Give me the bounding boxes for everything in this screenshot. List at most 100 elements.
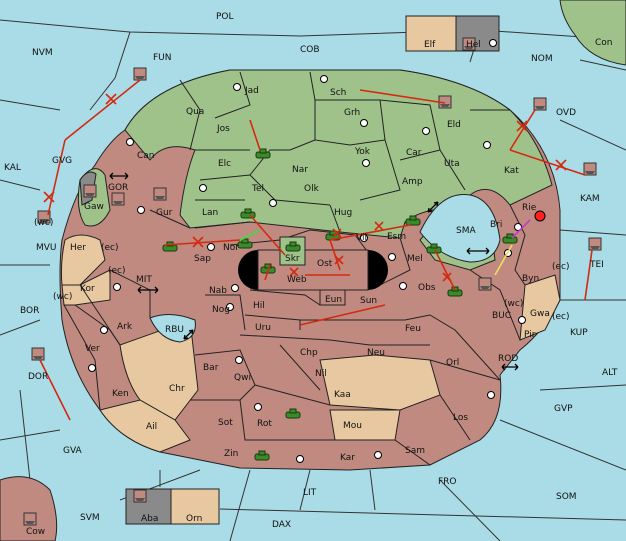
label-can: Can (137, 151, 155, 161)
supply-center-icon (199, 184, 207, 192)
channel-markers (109, 172, 519, 371)
fleet-icon[interactable] (533, 97, 547, 111)
coast-tag-her: (ec) (101, 243, 119, 253)
label-ovd: OVD (556, 108, 576, 118)
territory-her[interactable] (60, 234, 106, 286)
label-sch: Sch (330, 88, 346, 98)
move-arrow-icon (39, 359, 71, 421)
legend-bottom-tan-label: Orn (186, 514, 202, 524)
label-eld: Eld (447, 120, 461, 130)
supply-center-icon (374, 451, 382, 459)
label-nab: Nab (209, 286, 227, 296)
fleet-icon[interactable] (31, 347, 45, 361)
fleet-icon[interactable] (83, 184, 97, 198)
supply-center-icon (269, 199, 277, 207)
supply-center-icon (254, 403, 262, 411)
move-arrow-icon (584, 249, 593, 301)
label-dax: DAX (272, 520, 291, 530)
coast-tag-gwa-wc: (wc) (504, 299, 523, 309)
cross-mark-icon (289, 267, 299, 277)
fleet-icon[interactable] (153, 187, 167, 201)
lake-sma[interactable] (419, 193, 501, 263)
legend-bottom-tan (170, 488, 220, 525)
supply-center-icon (483, 141, 491, 149)
fleet-icon[interactable] (133, 489, 147, 503)
label-ost: Ost (317, 259, 333, 269)
label-som: SOM (556, 492, 577, 502)
label-kar: Kar (340, 453, 355, 463)
fleet-icon[interactable] (588, 237, 602, 251)
move-arrow-icon (64, 79, 141, 141)
fleet-icon[interactable] (37, 210, 51, 224)
legend-top-grey-label: Hel (466, 40, 481, 50)
supply-center-icon (360, 119, 368, 127)
label-dor: DOR (28, 372, 48, 382)
channel-sma-diag-icon (427, 201, 439, 213)
label-feu: Feu (405, 324, 421, 334)
label-buc: BUC (492, 311, 511, 321)
label-rot: Rot (257, 419, 272, 429)
supply-center-icon (489, 39, 497, 47)
label-nar: Nar (292, 165, 308, 175)
label-rbu: RBU (165, 325, 184, 335)
cross-mark-icon (374, 221, 384, 231)
tank-icon[interactable] (255, 148, 271, 159)
supply-center-icon (487, 391, 495, 399)
label-con: Con (595, 38, 613, 48)
fleet-icon[interactable] (478, 277, 492, 291)
label-nom: NOM (531, 54, 553, 64)
supply-center-icon (388, 253, 396, 261)
tank-icon[interactable] (254, 450, 270, 461)
label-ken: Ken (112, 389, 129, 399)
tank-icon[interactable] (426, 243, 442, 254)
label-yok: Yok (354, 147, 371, 157)
label-chr: Chr (169, 384, 185, 394)
fleet-icon[interactable] (23, 512, 37, 526)
label-mvu: MVU (36, 243, 57, 253)
fleet-icon[interactable] (583, 162, 597, 176)
move-arrow-icon (164, 239, 241, 246)
supply-center-icon (226, 303, 234, 311)
failed-orders (43, 93, 567, 282)
tank-icon[interactable] (502, 233, 518, 244)
label-skr: Skr (285, 254, 300, 264)
label-ail: Ail (146, 422, 157, 432)
label-nil: Nil (315, 369, 327, 379)
move-arrow-icon (494, 244, 513, 276)
supply-center-icon (137, 206, 145, 214)
tank-icon[interactable] (285, 408, 301, 419)
label-qua: Qua (186, 107, 204, 117)
label-rod: ROD (498, 354, 518, 364)
supply-center-icon (514, 223, 522, 231)
lake-rbu[interactable] (149, 314, 196, 343)
territory-kaa[interactable] (319, 354, 441, 411)
tank-icon[interactable] (285, 241, 301, 252)
fleet-icon[interactable] (111, 192, 125, 206)
tank-icon[interactable] (237, 238, 253, 249)
label-pir: Pir (524, 330, 536, 340)
label-sot: Sot (218, 418, 233, 428)
territory-mou[interactable] (329, 409, 401, 441)
supply-center-icon (207, 243, 215, 251)
move-arrow-icon (264, 264, 271, 281)
move-arrow-icon (249, 214, 286, 256)
supply-center-icon (233, 83, 241, 91)
territory-ail[interactable] (99, 399, 191, 453)
label-web: Web (287, 275, 307, 285)
tank-icon[interactable] (405, 215, 421, 226)
fleet-icon[interactable] (462, 37, 476, 51)
supply-center-icon (231, 284, 239, 292)
label-bri: Bri (490, 220, 502, 230)
fleet-icon[interactable] (133, 67, 147, 81)
label-nog: Nog (212, 305, 230, 315)
territory-con[interactable] (559, 0, 626, 66)
territory-cow[interactable] (0, 476, 58, 541)
territory-gwa[interactable] (519, 274, 561, 341)
cross-mark-icon (192, 236, 204, 248)
label-nor: Nor (223, 243, 239, 253)
units-layer (23, 37, 602, 526)
supply-center-icon (235, 356, 243, 364)
label-kal: KAL (4, 163, 21, 173)
